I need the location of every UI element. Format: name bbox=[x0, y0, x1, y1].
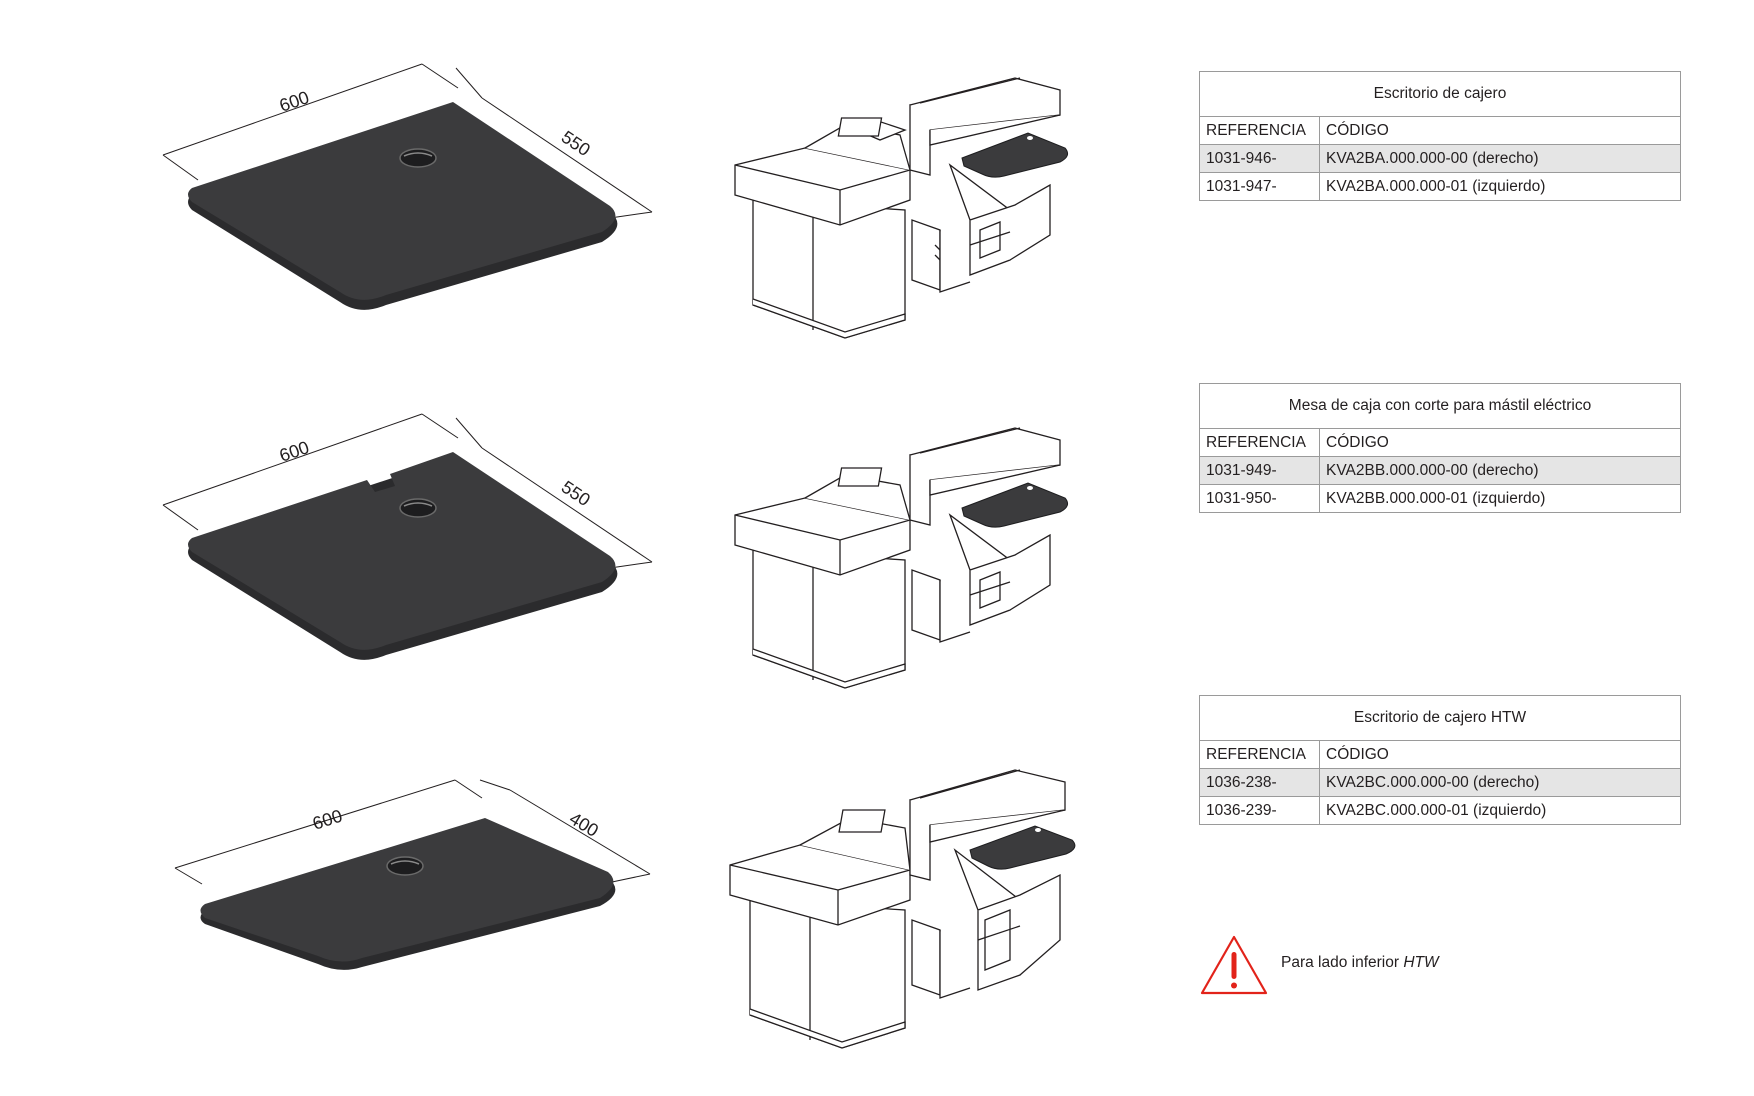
dim-width-label: 600 bbox=[277, 87, 312, 116]
header-referencia: REFERENCIA bbox=[1199, 428, 1320, 457]
dim-depth-label: 400 bbox=[566, 808, 602, 841]
cell-ref: 1031-949- bbox=[1199, 456, 1320, 485]
header-codigo: CÓDIGO bbox=[1319, 116, 1681, 145]
table-title: Escritorio de cajero bbox=[1199, 71, 1681, 117]
cell-code: KVA2BC.000.000-00 (derecho) bbox=[1319, 768, 1681, 797]
table-row: 1031-949-KVA2BB.000.000-00 (derecho) bbox=[1199, 456, 1681, 485]
cell-code: KVA2BB.000.000-00 (derecho) bbox=[1319, 456, 1681, 485]
cell-ref: 1031-950- bbox=[1199, 484, 1320, 513]
warning-text: Para lado inferior HTW bbox=[1281, 954, 1439, 971]
checkout-counter-drawing-1 bbox=[734, 77, 1069, 339]
table-row: 1031-947-KVA2BA.000.000-01 (izquierdo) bbox=[1199, 172, 1681, 201]
desk-top-drawing-3: 600 400 bbox=[174, 779, 651, 970]
table-row: 1031-950-KVA2BB.000.000-01 (izquierdo) bbox=[1199, 484, 1681, 513]
dim-width-label: 600 bbox=[310, 805, 345, 833]
checkout-counter-drawing-2 bbox=[734, 427, 1069, 689]
table-title: Mesa de caja con corte para mástil eléct… bbox=[1199, 383, 1681, 429]
table-row: 1036-239-KVA2BC.000.000-01 (izquierdo) bbox=[1199, 796, 1681, 825]
header-codigo: CÓDIGO bbox=[1319, 428, 1681, 457]
cell-ref: 1031-946- bbox=[1199, 144, 1320, 173]
header-referencia: REFERENCIA bbox=[1199, 116, 1320, 145]
table-row: 1036-238-KVA2BC.000.000-00 (derecho) bbox=[1199, 768, 1681, 797]
dim-width-label: 600 bbox=[277, 437, 312, 466]
warning-emphasis: HTW bbox=[1403, 954, 1439, 971]
header-codigo: CÓDIGO bbox=[1319, 740, 1681, 769]
spec-table-2: Mesa de caja con corte para mástil eléct… bbox=[1199, 383, 1681, 513]
cell-code: KVA2BA.000.000-01 (izquierdo) bbox=[1319, 172, 1681, 201]
cell-code: KVA2BB.000.000-01 (izquierdo) bbox=[1319, 484, 1681, 513]
checkout-counter-drawing-3 bbox=[729, 769, 1076, 1049]
cell-ref: 1036-238- bbox=[1199, 768, 1320, 797]
cell-code: KVA2BC.000.000-01 (izquierdo) bbox=[1319, 796, 1681, 825]
table-title: Escritorio de cajero HTW bbox=[1199, 695, 1681, 741]
cell-code: KVA2BA.000.000-00 (derecho) bbox=[1319, 144, 1681, 173]
desk-top-drawing-1: 600 550 bbox=[162, 63, 653, 310]
section-2: 600 550 Mesa bbox=[0, 350, 1754, 710]
cell-ref: 1031-947- bbox=[1199, 172, 1320, 201]
warning-note: Para lado inferior HTW bbox=[1199, 934, 1679, 998]
header-referencia: REFERENCIA bbox=[1199, 740, 1320, 769]
warning-triangle-icon bbox=[1200, 935, 1268, 995]
table-row: 1031-946-KVA2BA.000.000-00 (derecho) bbox=[1199, 144, 1681, 173]
dim-depth-label: 550 bbox=[558, 477, 594, 510]
desk-top-drawing-2: 600 550 bbox=[162, 413, 653, 660]
section-3: 600 400 Escr bbox=[0, 695, 1754, 1060]
cell-ref: 1036-239- bbox=[1199, 796, 1320, 825]
dim-depth-label: 550 bbox=[558, 127, 594, 160]
section-1: 600 550 bbox=[0, 0, 1754, 360]
